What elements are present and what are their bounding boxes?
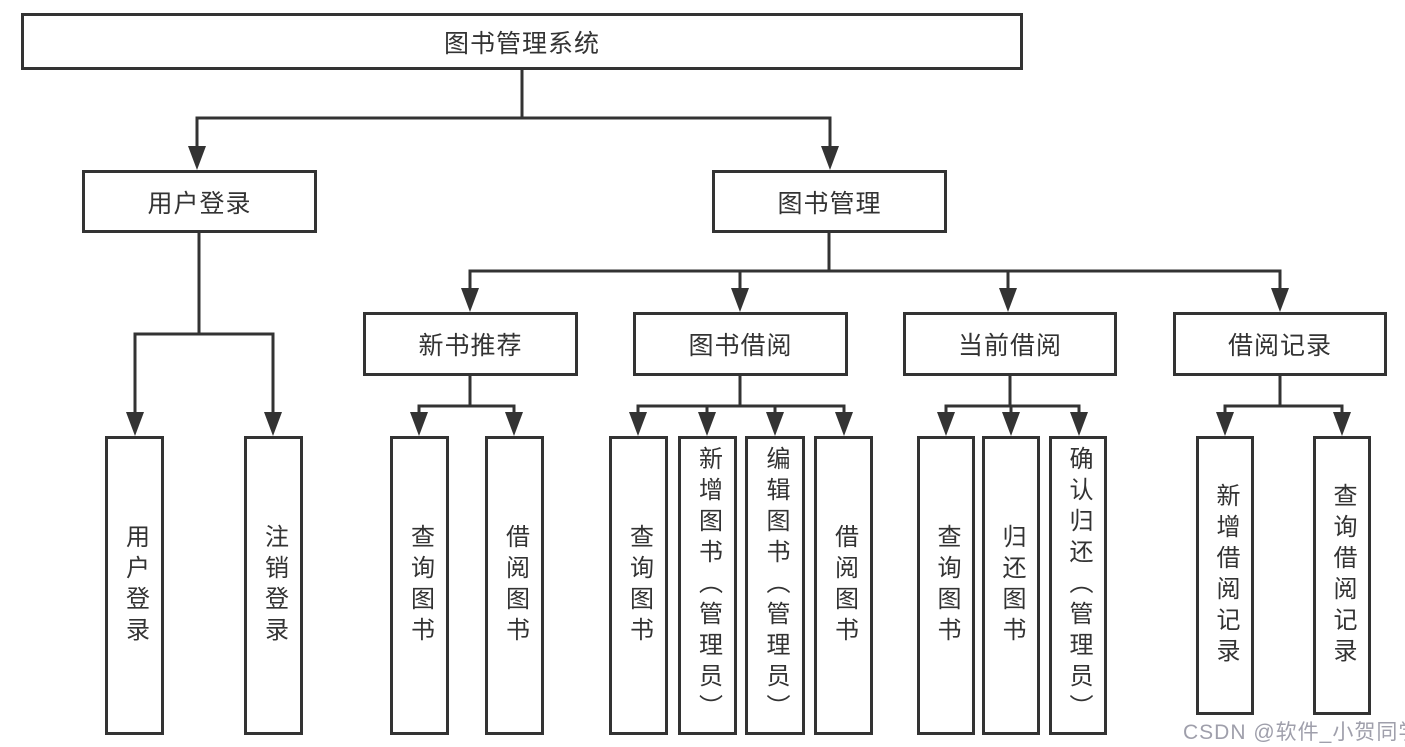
edge-book-mgmt-children bbox=[468, 233, 1282, 294]
arrow-down-icon bbox=[731, 288, 749, 312]
leaf-borrow-books: 借阅图书 bbox=[814, 436, 873, 735]
arrow-down-icon bbox=[999, 288, 1017, 312]
leaf-edit-books-admin: 编辑图书（管理员） bbox=[745, 436, 805, 735]
arrow-down-icon bbox=[188, 146, 206, 170]
leaf-logout: 注销登录 bbox=[244, 436, 303, 735]
arrow-down-icon bbox=[126, 412, 144, 436]
edge-user-login-children bbox=[133, 233, 275, 418]
node-borrow-records: 借阅记录 bbox=[1173, 312, 1387, 376]
leaf-query-books-borrow: 查询图书 bbox=[609, 436, 668, 735]
arrow-down-icon bbox=[461, 288, 479, 312]
edge-level2-bus bbox=[195, 116, 832, 152]
edge-borrow-records-children bbox=[1223, 376, 1344, 418]
arrow-down-icon bbox=[410, 412, 428, 436]
edge-book-borrow-children bbox=[636, 376, 846, 418]
arrow-down-icon bbox=[821, 146, 839, 170]
leaf-return-books: 归还图书 bbox=[982, 436, 1040, 735]
leaf-query-books-recommend: 查询图书 bbox=[390, 436, 449, 735]
leaf-query-borrow-record: 查询借阅记录 bbox=[1313, 436, 1371, 715]
arrow-down-icon bbox=[505, 412, 523, 436]
node-current-borrow: 当前借阅 bbox=[903, 312, 1117, 376]
arrow-down-icon bbox=[835, 412, 853, 436]
edge-new-books-children bbox=[417, 376, 516, 418]
arrow-down-icon bbox=[1333, 412, 1351, 436]
leaf-borrow-books-recommend: 借阅图书 bbox=[485, 436, 544, 735]
leaf-confirm-return-admin: 确认归还（管理员） bbox=[1049, 436, 1107, 735]
node-root-library-system: 图书管理系统 bbox=[21, 13, 1023, 70]
node-book-management: 图书管理 bbox=[712, 170, 947, 233]
arrow-down-icon bbox=[1002, 412, 1020, 436]
arrowhead-group bbox=[126, 146, 1351, 436]
leaf-add-borrow-record: 新增借阅记录 bbox=[1196, 436, 1254, 715]
arrow-down-icon bbox=[264, 412, 282, 436]
arrow-down-icon bbox=[766, 412, 784, 436]
leaf-query-books-current: 查询图书 bbox=[917, 436, 975, 735]
edge-current-borrow-children bbox=[944, 376, 1081, 418]
leaf-user-login: 用户登录 bbox=[105, 436, 164, 735]
node-book-borrow: 图书借阅 bbox=[633, 312, 848, 376]
leaf-add-books-admin: 新增图书（管理员） bbox=[678, 436, 737, 735]
node-new-book-recommend: 新书推荐 bbox=[363, 312, 578, 376]
node-user-login: 用户登录 bbox=[82, 170, 317, 233]
arrow-down-icon bbox=[1216, 412, 1234, 436]
arrow-down-icon bbox=[629, 412, 647, 436]
arrow-down-icon bbox=[937, 412, 955, 436]
csdn-watermark: CSDN @软件_小贺同学 bbox=[1183, 721, 1405, 744]
arrow-down-icon bbox=[1070, 412, 1088, 436]
arrow-down-icon bbox=[698, 412, 716, 436]
arrow-down-icon bbox=[1271, 288, 1289, 312]
